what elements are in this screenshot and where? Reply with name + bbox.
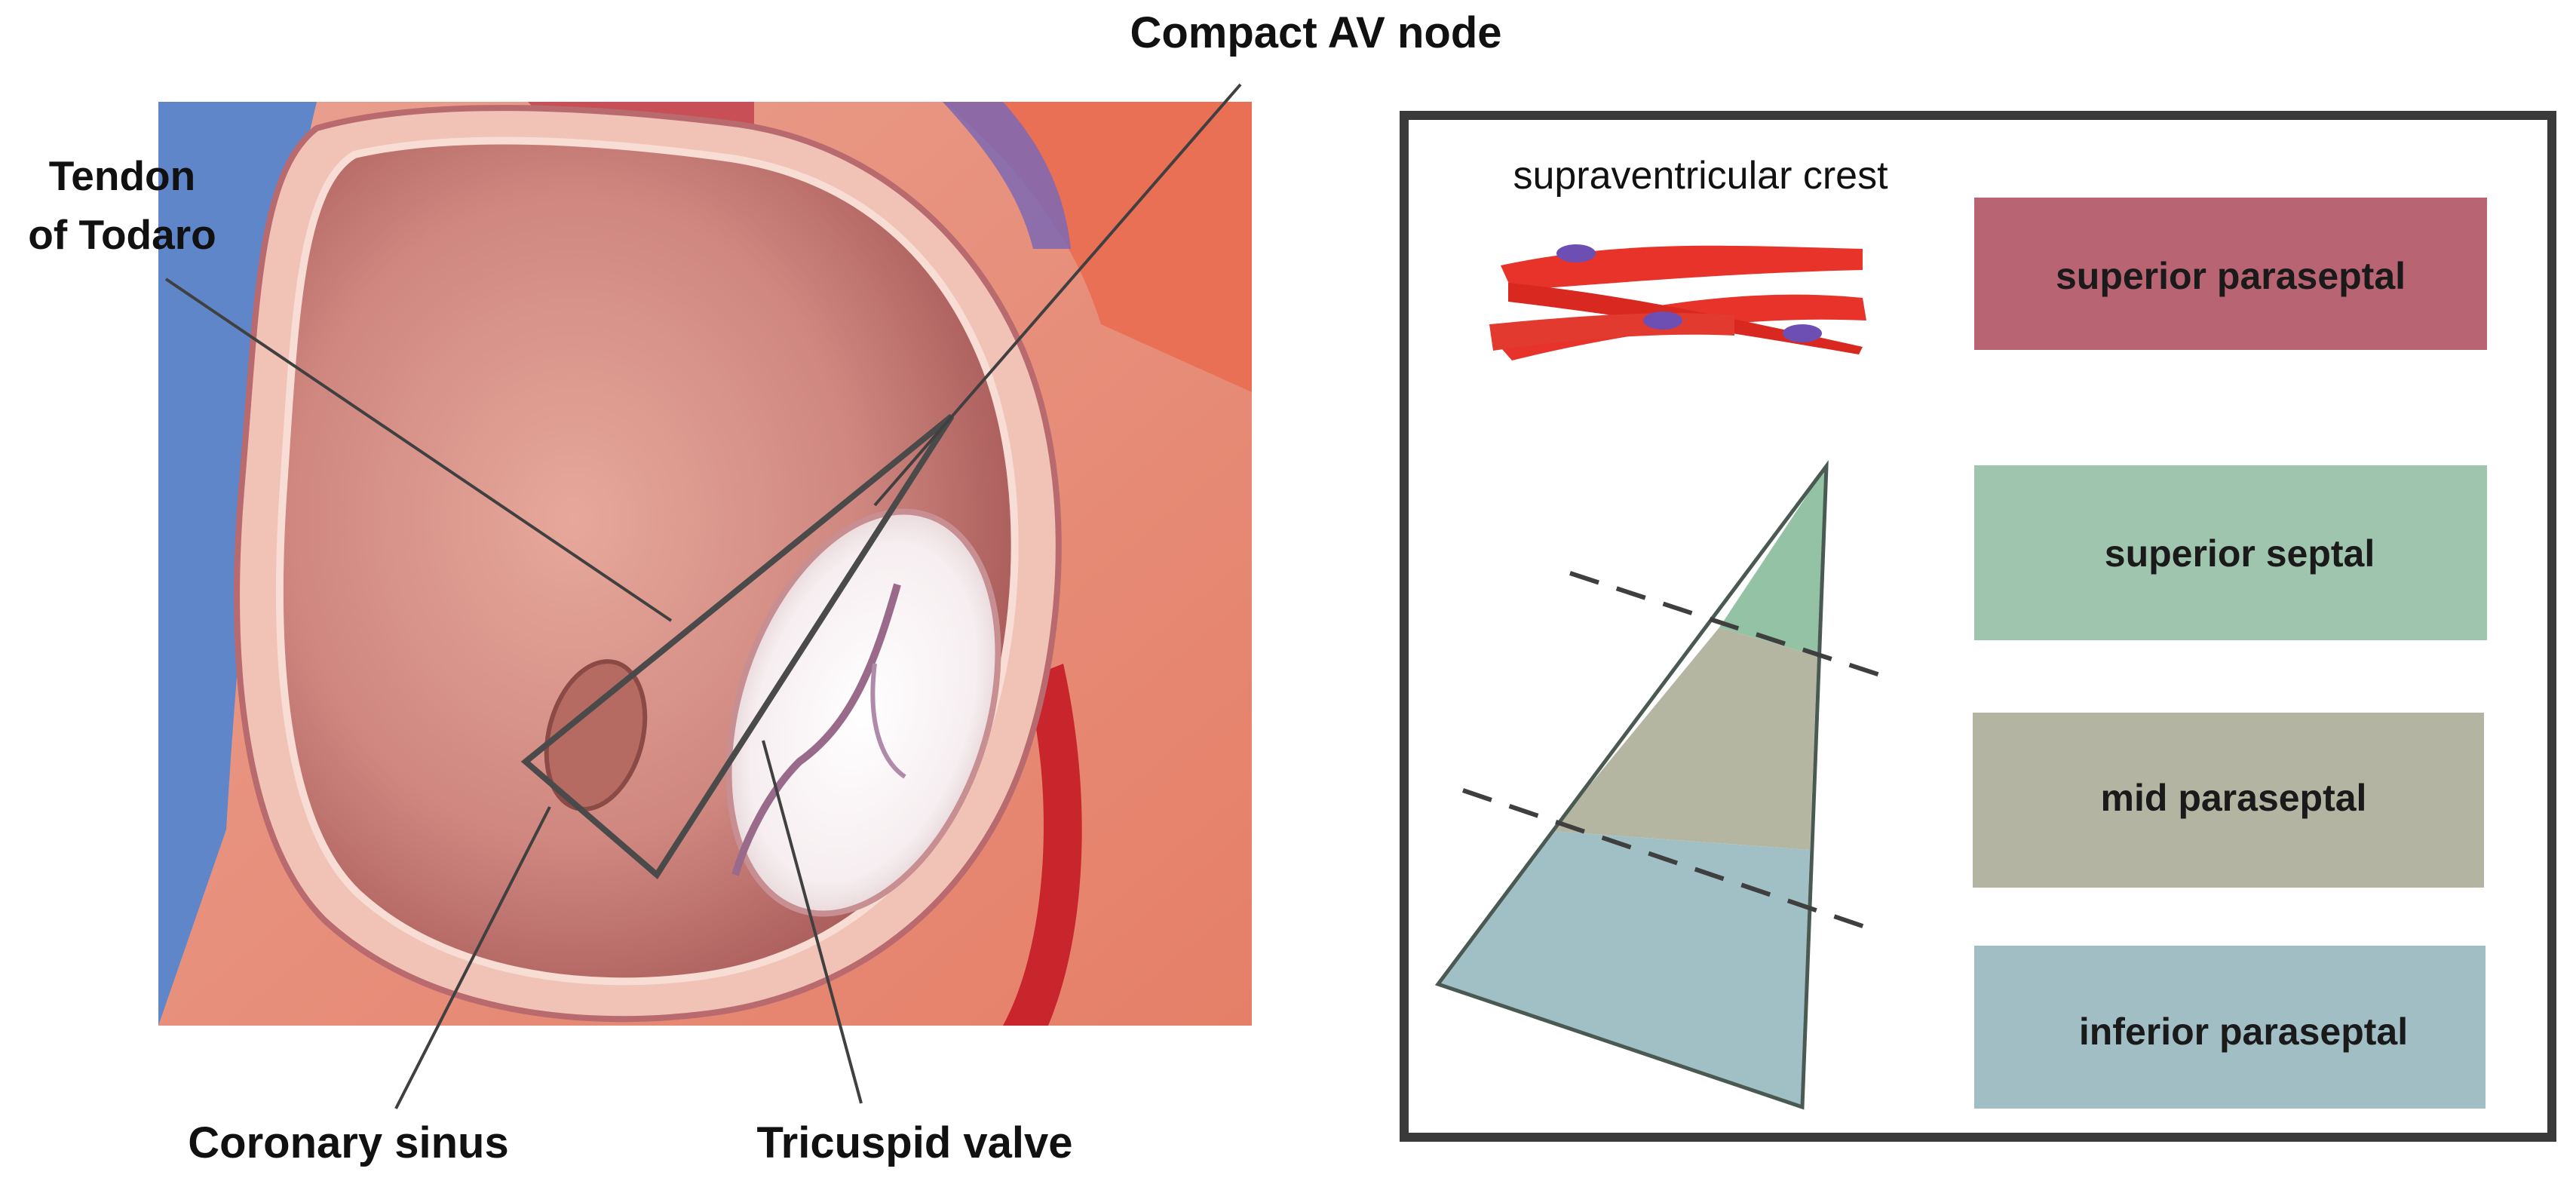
svg-text:inferior paraseptal: inferior paraseptal — [2079, 1011, 2408, 1053]
nucleus-icon — [1643, 311, 1682, 330]
label-compact-av-node: Compact AV node — [1130, 8, 1501, 57]
heart-illustration — [158, 102, 1252, 1026]
nucleus-icon — [1556, 244, 1596, 262]
crest-label: supraventricular crest — [1513, 154, 1888, 198]
zone-box-superior-paraseptal: superior paraseptal — [1974, 198, 2487, 350]
svg-text:superior paraseptal: superior paraseptal — [2056, 255, 2406, 297]
label-coronary-sinus: Coronary sinus — [188, 1118, 508, 1167]
nucleus-icon — [1783, 324, 1822, 342]
zone-box-inferior-paraseptal: inferior paraseptal — [1974, 946, 2486, 1109]
label-tendon-line2: of Todaro — [28, 211, 216, 258]
svg-text:superior septal: superior septal — [2105, 532, 2375, 575]
svg-text:mid paraseptal: mid paraseptal — [2101, 777, 2367, 819]
label-tricuspid-valve: Tricuspid valve — [756, 1118, 1072, 1167]
zone-box-superior-septal: superior septal — [1974, 465, 2487, 640]
label-tendon-line1: Tendon — [49, 152, 196, 199]
zone-box-mid-paraseptal: mid paraseptal — [1973, 713, 2484, 888]
